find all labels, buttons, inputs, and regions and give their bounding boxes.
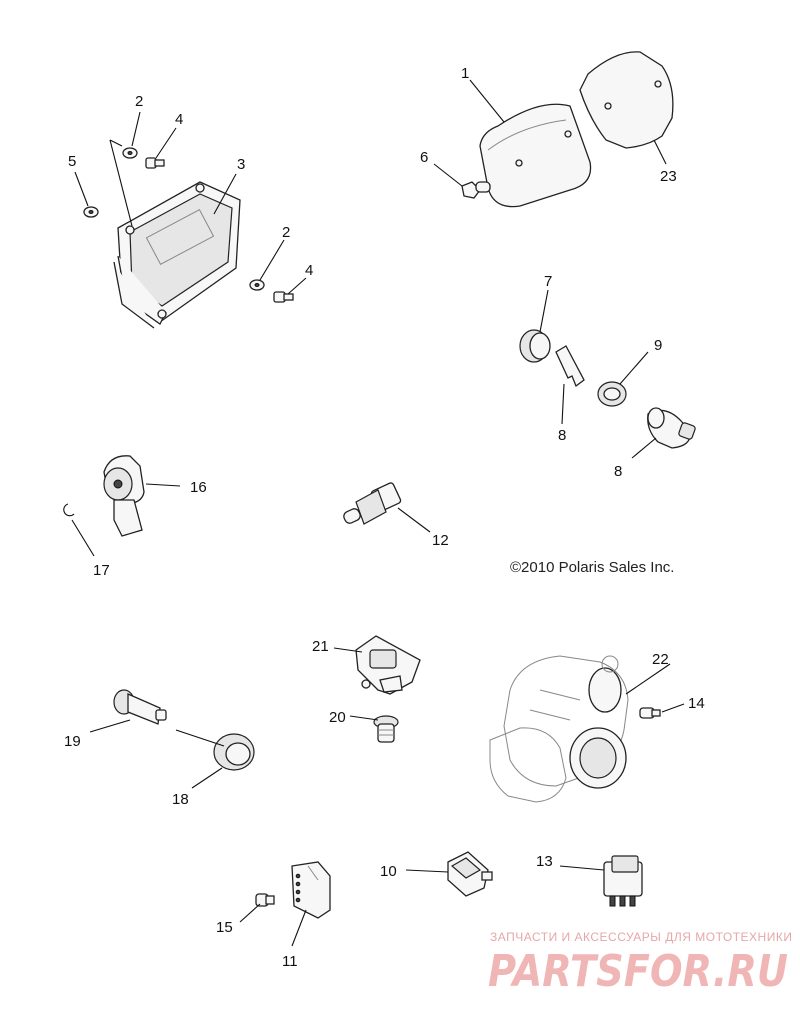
callout-4-lower: 4 (305, 262, 313, 279)
watermark: ЗАПЧАСТИ И АКСЕССУАРЫ ДЛЯ МОТОТЕХНИКИ PA… (488, 930, 792, 997)
callout-9: 9 (654, 337, 662, 354)
key-part-8 (555, 345, 585, 388)
callout-labels: 1 2 4 3 5 6 23 2 4 7 9 8 8 16 12 17 21 2… (64, 65, 705, 970)
callout-20: 20 (329, 709, 346, 726)
screw-part-4-lower (273, 291, 294, 303)
callout-16: 16 (190, 479, 207, 496)
callout-18: 18 (172, 791, 189, 808)
watermark-tagline: ЗАПЧАСТИ И АКСЕССУАРЫ ДЛЯ МОТОТЕХНИКИ (490, 930, 792, 944)
ignition-switch-part-8 (647, 407, 696, 449)
ring-part-18 (213, 733, 255, 771)
bulb-socket-part-19 (113, 689, 167, 725)
callout-17: 17 (93, 562, 110, 579)
callout-8-left: 8 (558, 427, 566, 444)
callout-19: 19 (64, 733, 81, 750)
callout-7: 7 (544, 273, 552, 290)
callout-2-lower: 2 (282, 224, 290, 241)
cover-plate-part-1 (479, 103, 592, 208)
washer-part-2-lower (249, 279, 265, 291)
callout-2-upper: 2 (135, 93, 143, 110)
watermark-logo: PARTSFOR.RU (488, 946, 788, 997)
callout-3: 3 (237, 156, 245, 173)
leader-lines (71, 79, 685, 947)
callout-1: 1 (461, 65, 469, 82)
screw-part-4-upper (145, 157, 165, 169)
throttle-body-part-22 (489, 655, 629, 803)
knock-sensor-part-16 (103, 455, 145, 537)
callout-21: 21 (312, 638, 329, 655)
ecu-module-part-3 (113, 181, 241, 329)
callout-23: 23 (660, 168, 677, 185)
rocker-switch-part-13 (603, 855, 643, 907)
screw-part-15 (255, 893, 275, 907)
callout-14: 14 (688, 695, 705, 712)
callout-12: 12 (432, 532, 449, 549)
nut-part-9 (597, 381, 627, 407)
washer-part-2-upper (122, 147, 138, 159)
callout-11: 11 (282, 953, 298, 970)
washer-part-5 (83, 206, 99, 218)
callout-15: 15 (216, 919, 233, 936)
callout-6: 6 (420, 149, 428, 166)
bezel-part-7 (519, 329, 551, 363)
screw-part-14 (639, 707, 661, 719)
callout-13: 13 (536, 853, 553, 870)
map-sensor-part-21 (355, 635, 421, 695)
callout-8-right: 8 (614, 463, 622, 480)
switch-part-10 (447, 851, 493, 897)
temp-sensor-part-12 (343, 482, 402, 525)
callout-5: 5 (68, 153, 76, 170)
copyright-notice: ©2010 Polaris Sales Inc. (510, 559, 674, 576)
relay-part-11 (291, 861, 331, 919)
callout-22: 22 (652, 651, 669, 668)
callout-4-upper: 4 (175, 111, 183, 128)
grommet-part-20 (373, 715, 399, 743)
cover-plate-part-23 (579, 51, 674, 149)
callout-10: 10 (380, 863, 397, 880)
clip-part-17 (63, 503, 75, 517)
bolt-part-6 (461, 181, 491, 199)
